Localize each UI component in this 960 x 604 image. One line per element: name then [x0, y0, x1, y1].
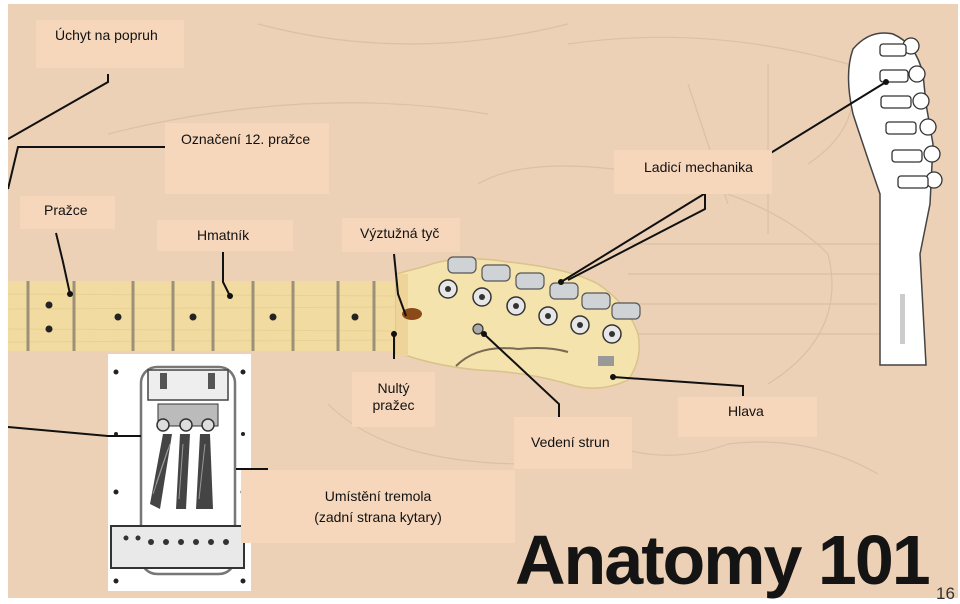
label-string-tree-text: Vedení strun [531, 434, 610, 450]
label-fretboard-text: Hmatník [197, 227, 250, 243]
anatomy-101-title: Anatomy 101 [515, 521, 931, 599]
tremolo-cavity [110, 365, 245, 576]
headstock-logo-script [455, 347, 569, 367]
label-tremolo-line2: (zadní strana kytary) [314, 509, 442, 525]
label-fretboard: Hmatník [157, 220, 293, 251]
tuning-pegs [447, 256, 641, 320]
leader-lines [8, 74, 887, 470]
label-strap-button-text: Úchyt na popruh [55, 27, 158, 43]
headstock-outline [847, 32, 934, 366]
label-fret-12-marker: Označení 12. pražce [165, 123, 329, 194]
label-tremolo: Umístění tremola (zadní strana kytary) [241, 470, 515, 543]
label-nut-line2: pražec [372, 397, 415, 413]
page-number: 16 [936, 584, 955, 603]
fret-dot-inlays [45, 301, 359, 333]
headstock-tuners [879, 37, 943, 189]
label-tuners-text: Ladicí mechanika [644, 159, 753, 175]
label-headstock-text: Hlava [728, 403, 764, 419]
label-headstock: Hlava [678, 397, 817, 437]
label-frets: Pražce [20, 196, 115, 229]
label-truss-rod: Výztužná tyč [342, 218, 460, 252]
truss-rod-slot [900, 294, 905, 344]
label-truss-rod-text: Výztužná tyč [360, 225, 440, 241]
label-fret-12-marker-text: Označení 12. pražce [181, 131, 311, 147]
label-nut-line1: Nultý [377, 380, 410, 396]
label-frets-text: Pražce [44, 202, 88, 218]
label-strap-button: Úchyt na popruh [36, 20, 184, 68]
label-string-tree: Vedení strun [514, 417, 632, 469]
leader-endpoints [67, 79, 889, 380]
label-nut: Nultý pražec [352, 372, 435, 427]
fret-wires [26, 281, 376, 351]
tuner-post-centers [445, 286, 615, 337]
headstock-decal [598, 356, 614, 366]
truss-rod-nut [402, 308, 422, 320]
label-tremolo-line1: Umístění tremola [324, 488, 432, 504]
label-tuners: Ladicí mechanika [614, 150, 772, 194]
string-tree [472, 323, 484, 335]
